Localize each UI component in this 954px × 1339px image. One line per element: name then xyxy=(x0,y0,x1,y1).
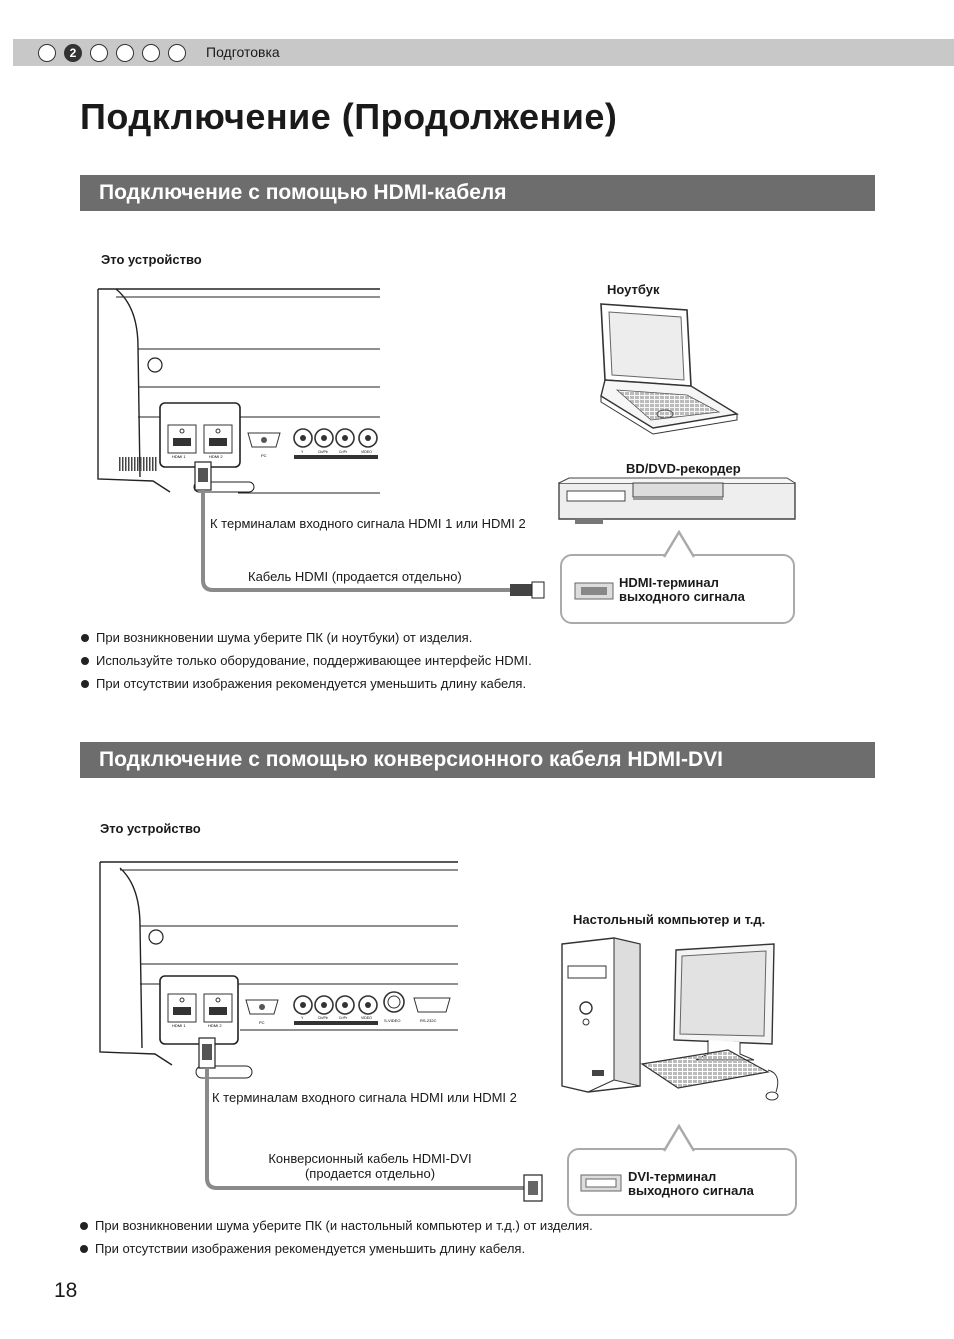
component-ports xyxy=(293,995,378,1025)
callout-pointer xyxy=(662,1123,696,1152)
step-3 xyxy=(90,44,108,62)
port-label-cr: Cr/Pr xyxy=(339,1016,348,1020)
section-heading-hdmi-dvi: Подключение с помощью конверсионного каб… xyxy=(80,742,875,778)
hdmi-cable xyxy=(194,461,545,599)
port-label-y: Y xyxy=(301,1016,304,1020)
step-5 xyxy=(142,44,160,62)
page-title: Подключение (Продолжение) xyxy=(80,96,618,137)
laptop-illustration xyxy=(600,303,739,435)
pc-port xyxy=(245,999,279,1015)
conversion-cable-label: Конверсионный кабель HDMI-DVI (продается… xyxy=(268,1151,472,1181)
this-device-label: Это устройство xyxy=(101,252,202,267)
rs232c-port xyxy=(413,997,451,1013)
projector-rear-panel: HDMI 1 HDMI 2 PC Y Cb/Pb Cr/Pr VIDEO xyxy=(97,288,380,494)
to-terminals-label: К терминалам входного сигнала HDMI 1 или… xyxy=(210,516,526,531)
hdmi2-port xyxy=(203,993,233,1023)
port-label-hdmi2: HDMI 2 xyxy=(209,454,223,459)
note-item: При отсутствии изображения рекомендуется… xyxy=(80,1241,593,1264)
hdmi-output-text: HDMI-терминал выходного сигнала xyxy=(619,575,745,604)
port-label-s-video: S-VIDEO xyxy=(384,1018,400,1023)
hdmi2-port xyxy=(203,424,233,454)
port-label-pc: PC xyxy=(261,453,267,458)
hdmi1-port xyxy=(167,424,197,454)
port-label-video: VIDEO xyxy=(361,450,372,454)
dvi-output-text: DVI-терминал выходного сигнала xyxy=(628,1169,754,1198)
cable-label: Кабель HDMI (продается отдельно) xyxy=(248,569,462,584)
component-ports xyxy=(293,428,378,459)
notes-list-hdmi-dvi: При возникновении шума уберите ПК (и нас… xyxy=(80,1218,593,1264)
chapter-steps: 2 xyxy=(16,43,194,63)
step-1 xyxy=(38,44,56,62)
port-label-cb: Cb/Pb xyxy=(318,1016,328,1020)
port-label-rs232c: RS-232C xyxy=(420,1018,437,1023)
note-item: При возникновении шума уберите ПК (и нас… xyxy=(80,1218,593,1241)
hdmi1-port xyxy=(167,993,197,1023)
port-label-cr: Cr/Pr xyxy=(339,450,348,454)
port-label-video: VIDEO xyxy=(361,1016,372,1020)
to-terminals-label: К терминалам входного сигнала HDMI или H… xyxy=(212,1090,517,1105)
port-label-pc: PC xyxy=(259,1020,265,1025)
step-6 xyxy=(168,44,186,62)
step-2-current: 2 xyxy=(64,44,82,62)
this-device-label: Это устройство xyxy=(100,821,201,836)
callout-pointer xyxy=(662,529,696,558)
desktop-computer-illustration xyxy=(561,937,779,1101)
port-label-hdmi1: HDMI 1 xyxy=(172,1023,186,1028)
hdmi-output-port-icon xyxy=(574,582,614,600)
recorder-label: BD/DVD-рекордер xyxy=(626,461,741,476)
page-number: 18 xyxy=(54,1279,78,1302)
note-item: При возникновении шума уберите ПК (и ноу… xyxy=(81,630,532,653)
port-label-hdmi2: HDMI 2 xyxy=(208,1023,222,1028)
dvi-output-port-icon xyxy=(580,1174,622,1192)
s-video-port xyxy=(383,991,405,1013)
section-heading-hdmi: Подключение с помощью HDMI-кабеля xyxy=(80,175,875,211)
pc-port xyxy=(247,432,281,448)
bd-dvd-recorder-illustration xyxy=(558,477,796,524)
chapter-name: Подготовка xyxy=(206,44,280,60)
desktop-label: Настольный компьютер и т.д. xyxy=(573,912,766,927)
projector-rear-panel: HDMI 1 HDMI 2 PC Y Cb/Pb Cr/Pr VIDEO S-V… xyxy=(99,861,458,1079)
laptop-label: Ноутбук xyxy=(607,282,660,297)
step-4 xyxy=(116,44,134,62)
port-label-cb: Cb/Pb xyxy=(318,450,328,454)
port-label-hdmi1: HDMI 1 xyxy=(172,454,186,459)
note-item: При отсутствии изображения рекомендуется… xyxy=(81,676,532,699)
notes-list-hdmi: При возникновении шума уберите ПК (и ноу… xyxy=(81,630,532,699)
hdmi-dvi-cable xyxy=(198,1037,543,1202)
note-item: Используйте только оборудование, поддерж… xyxy=(81,653,532,676)
port-label-y: Y xyxy=(301,450,304,454)
